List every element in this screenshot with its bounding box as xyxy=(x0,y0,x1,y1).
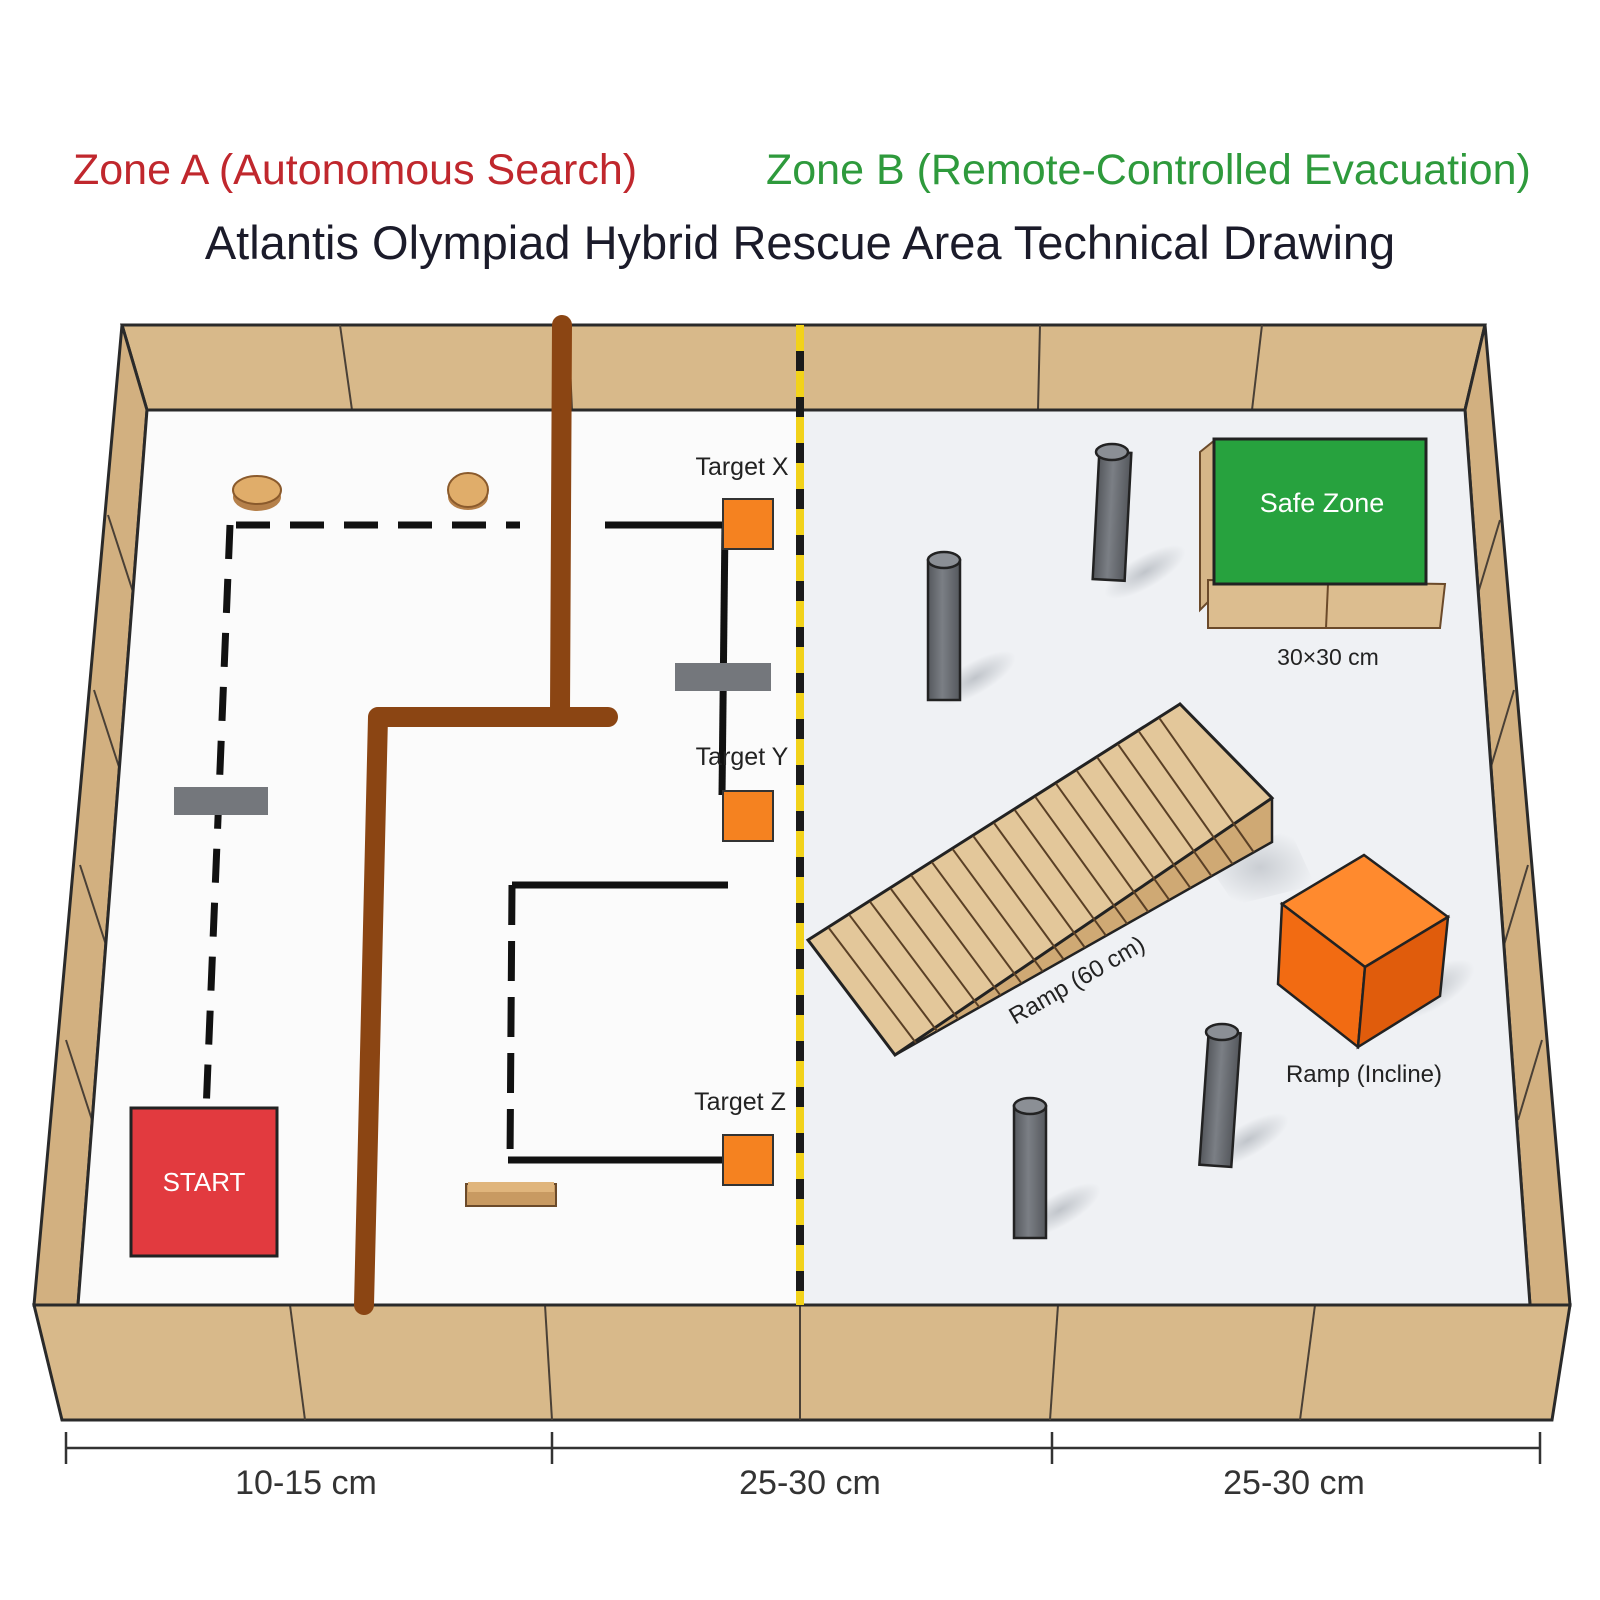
target-z-label: Target Z xyxy=(694,1088,786,1116)
safe-zone: Safe Zone xyxy=(1199,437,1447,629)
safe-zone-label: Safe Zone xyxy=(1260,488,1385,518)
grey-marker xyxy=(174,787,268,815)
ramp: Ramp (60 cm) xyxy=(805,702,1315,1058)
dimension-label: 25-30 cm xyxy=(1223,1464,1365,1502)
wooden-wall-line xyxy=(354,315,618,1315)
pillar xyxy=(1198,1022,1289,1169)
drawing-title: Atlantis Olympiad Hybrid Rescue Area Tec… xyxy=(204,216,1396,269)
dashed-line-path xyxy=(202,521,729,1164)
wood-disc xyxy=(447,472,489,510)
safe-zone-size-label: 30×30 cm xyxy=(1277,644,1379,670)
target-y-label: Target Y xyxy=(696,743,789,771)
wood-block xyxy=(465,1182,557,1207)
header: Zone A (Autonomous Search) Zone B (Remot… xyxy=(0,0,1600,300)
target-z-marker xyxy=(722,1134,774,1186)
pillar xyxy=(1012,1096,1101,1240)
dimension-line xyxy=(64,1432,1542,1464)
target-x-label: Target X xyxy=(695,453,788,481)
pillar xyxy=(1091,442,1186,599)
floor-zone-a xyxy=(78,410,800,1305)
dimension-label: 25-30 cm xyxy=(739,1464,881,1502)
dimension-label: 10-15 cm xyxy=(235,1464,377,1502)
ramp-incline-label: Ramp (Incline) xyxy=(1286,1061,1442,1088)
start-label: START xyxy=(163,1167,246,1197)
wood-disc xyxy=(232,475,282,511)
front-wall xyxy=(32,1303,1572,1422)
orange-box xyxy=(1276,853,1475,1050)
pillar xyxy=(926,550,1016,705)
zone-b-title: Zone B (Remote-Controlled Evacuation) xyxy=(766,146,1531,194)
grey-marker xyxy=(675,663,771,691)
start-zone xyxy=(129,1106,279,1258)
target-x-marker xyxy=(722,498,774,550)
target-y-marker xyxy=(722,790,774,842)
zone-a-title: Zone A (Autonomous Search) xyxy=(73,146,638,194)
